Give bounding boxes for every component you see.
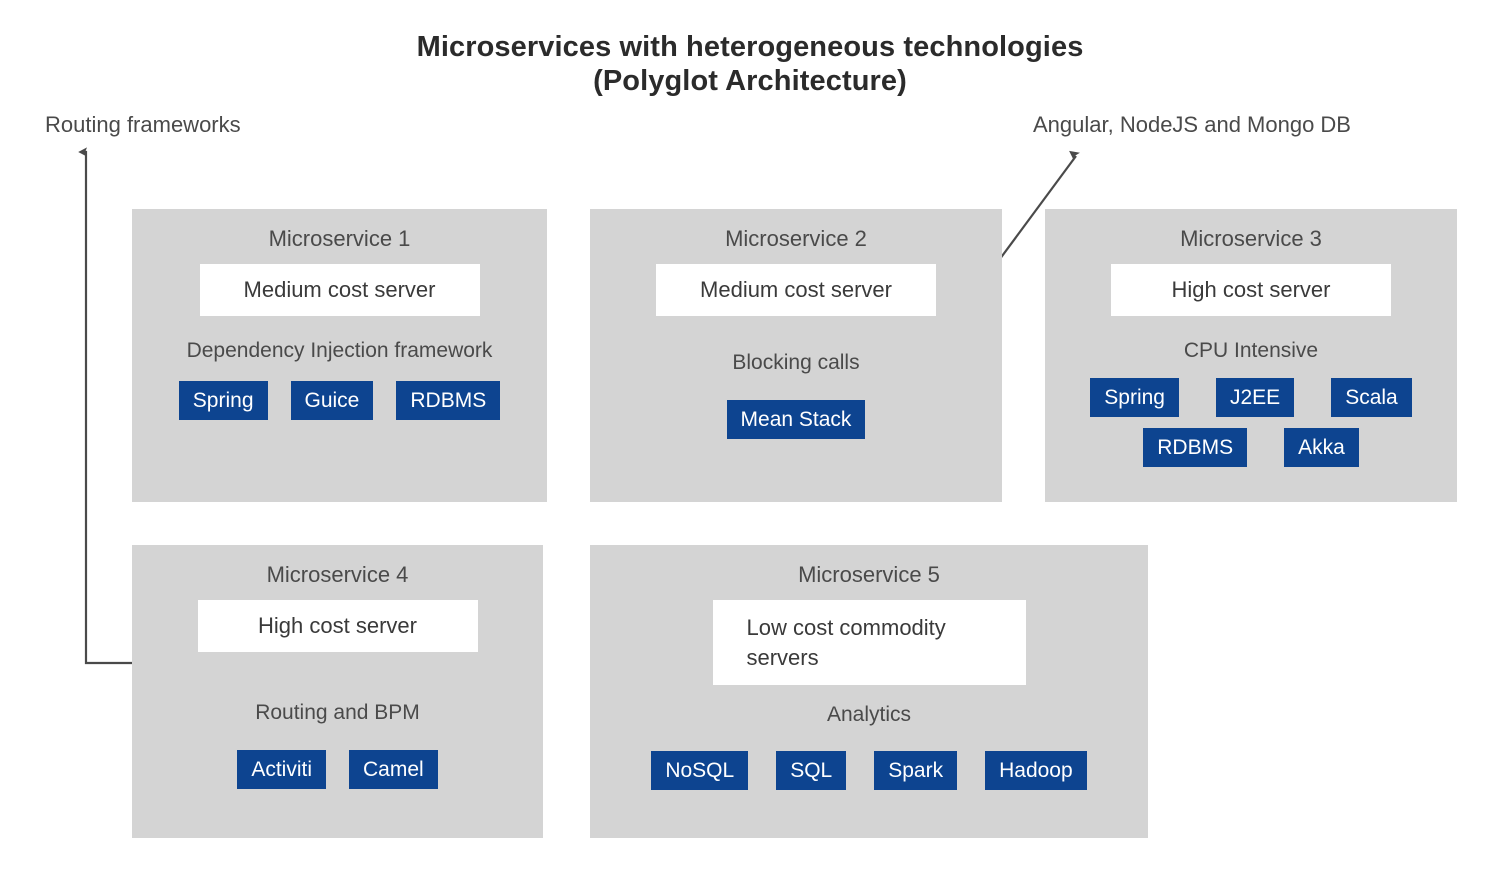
- technology-tag[interactable]: Mean Stack: [726, 400, 866, 439]
- technology-tag[interactable]: Spring: [1090, 378, 1179, 417]
- page-title: Microservices with heterogeneous technol…: [0, 30, 1500, 98]
- technology-tag[interactable]: J2EE: [1215, 378, 1295, 417]
- technology-tag-row: Spring Guice RDBMS: [132, 381, 547, 420]
- microservice-card-5[interactable]: Microservice 5 Low cost commodity server…: [590, 545, 1148, 838]
- technology-tag[interactable]: Scala: [1331, 378, 1412, 417]
- technology-tag-row: NoSQL SQL Spark Hadoop: [590, 751, 1148, 790]
- title-line-2: (Polyglot Architecture): [593, 65, 907, 97]
- technology-tag-row: RDBMS Akka: [1045, 428, 1457, 467]
- technology-tag-rows: Spring Guice RDBMS: [132, 381, 547, 420]
- arrow-routing-frameworks: [78, 147, 134, 665]
- server-cost-box: High cost server: [197, 600, 478, 652]
- card-title: Microservice 5: [798, 562, 940, 587]
- technology-tag[interactable]: NoSQL: [651, 751, 749, 790]
- technology-tag[interactable]: Spring: [178, 381, 268, 420]
- microservice-card-2[interactable]: Microservice 2 Medium cost server Blocki…: [590, 209, 1002, 502]
- card-title: Microservice 3: [1180, 226, 1322, 251]
- annotation-routing-frameworks: Routing frameworks: [45, 112, 241, 137]
- card-trait: Analytics: [826, 703, 912, 726]
- card-trait: Dependency Injection framework: [186, 339, 493, 362]
- server-cost-box: Low cost commodity servers: [712, 600, 1026, 685]
- annotation-angular-nodejs-mongodb: Angular, NodeJS and Mongo DB: [1033, 112, 1351, 137]
- technology-tag[interactable]: Guice: [290, 381, 374, 420]
- technology-tag[interactable]: Activiti: [237, 750, 326, 789]
- card-title: Microservice 2: [725, 226, 867, 251]
- technology-tag-rows: Spring J2EE Scala RDBMS Akka: [1045, 378, 1457, 467]
- card-trait: Blocking calls: [732, 351, 860, 374]
- title-line-1: Microservices with heterogeneous technol…: [416, 31, 1084, 63]
- technology-tag[interactable]: Spark: [874, 751, 958, 790]
- card-title: Microservice 1: [268, 226, 411, 251]
- microservice-card-3[interactable]: Microservice 3 High cost server CPU Inte…: [1045, 209, 1457, 502]
- technology-tag[interactable]: RDBMS: [396, 381, 501, 420]
- server-cost-box: High cost server: [1111, 264, 1391, 316]
- technology-tag[interactable]: Hadoop: [985, 751, 1087, 790]
- technology-tag-row: Spring J2EE Scala: [1045, 378, 1457, 417]
- technology-tag-row: Activiti Camel: [132, 750, 543, 789]
- microservice-card-4[interactable]: Microservice 4 High cost server Routing …: [132, 545, 543, 838]
- microservice-card-1[interactable]: Microservice 1 Medium cost server Depend…: [132, 209, 547, 502]
- technology-tag-rows: Mean Stack: [590, 400, 1002, 439]
- server-cost-box: Medium cost server: [199, 264, 480, 316]
- technology-tag-rows: Activiti Camel: [132, 750, 543, 789]
- card-trait: Routing and BPM: [255, 701, 420, 724]
- technology-tag-row: Mean Stack: [590, 400, 1002, 439]
- technology-tag[interactable]: SQL: [776, 751, 847, 790]
- technology-tag-rows: NoSQL SQL Spark Hadoop: [590, 751, 1148, 790]
- server-cost-box: Medium cost server: [656, 264, 936, 316]
- technology-tag[interactable]: Camel: [349, 750, 438, 789]
- technology-tag[interactable]: Akka: [1284, 428, 1359, 467]
- card-title: Microservice 4: [266, 562, 409, 587]
- technology-tag[interactable]: RDBMS: [1143, 428, 1248, 467]
- card-trait: CPU Intensive: [1183, 339, 1319, 362]
